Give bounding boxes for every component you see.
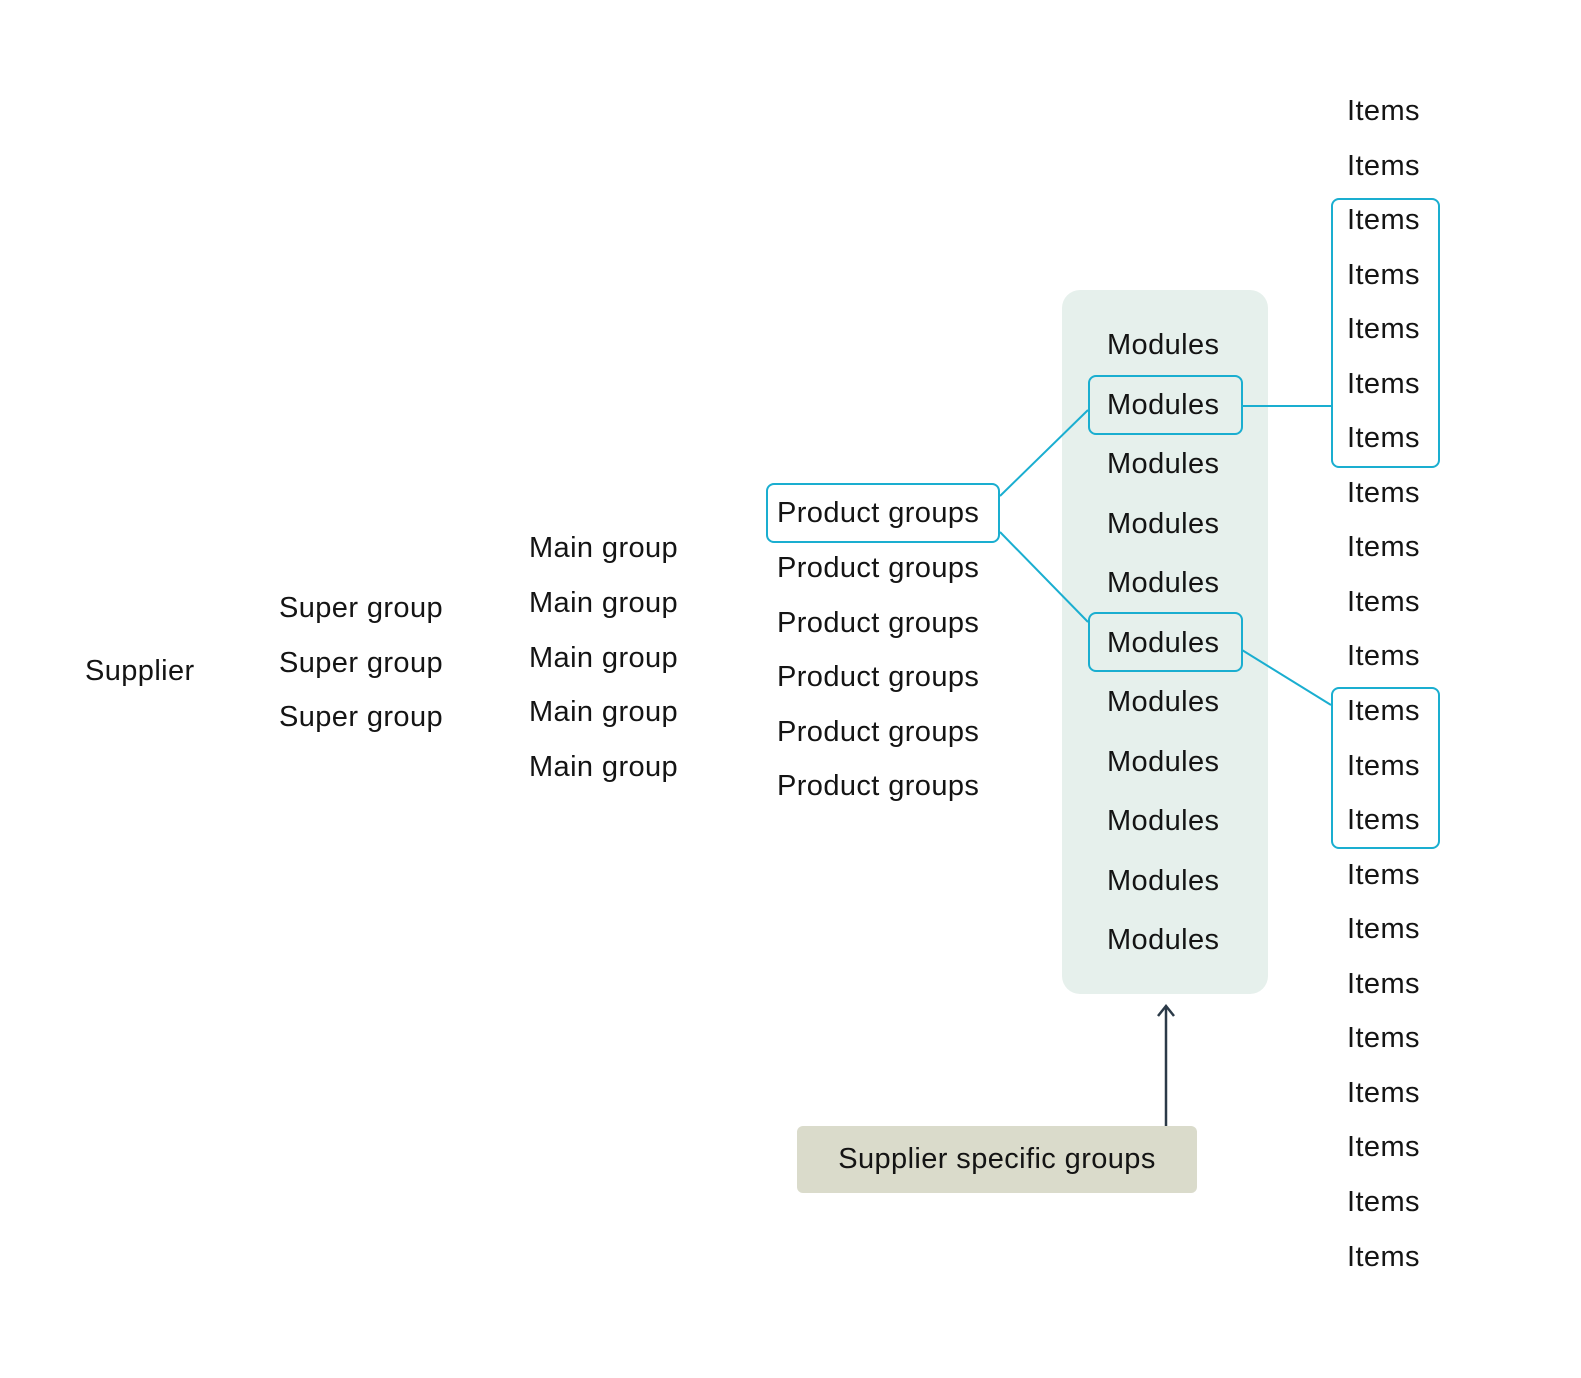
supplier-label: Supplier [85, 655, 195, 687]
item-label: Items [1347, 804, 1420, 836]
main-group-label: Main group [529, 642, 679, 674]
module-label: Modules [1107, 627, 1220, 659]
module-label: Modules [1107, 805, 1220, 837]
item-label: Items [1347, 259, 1420, 291]
super-group-label: Super group [279, 647, 444, 679]
highlight-module-lower [1088, 612, 1243, 672]
module-label: Modules [1107, 448, 1220, 480]
item-label: Items [1347, 531, 1420, 563]
item-label: Items [1347, 313, 1420, 345]
product-group-label: Product groups [777, 497, 980, 529]
item-label: Items [1347, 422, 1420, 454]
item-label: Items [1347, 204, 1420, 236]
module-label: Modules [1107, 865, 1220, 897]
super-group-label: Super group [279, 701, 444, 733]
product-group-label: Product groups [777, 661, 980, 693]
item-label: Items [1347, 1077, 1420, 1109]
product-group-label: Product groups [777, 770, 980, 802]
main-group-label: Main group [529, 532, 679, 564]
item-label: Items [1347, 1186, 1420, 1218]
highlight-items-lower [1331, 687, 1440, 849]
connector-product-to-module-upper [999, 409, 1089, 497]
item-label: Items [1347, 913, 1420, 945]
module-label: Modules [1107, 389, 1220, 421]
connector-module-to-items-lower [1241, 649, 1332, 706]
module-label: Modules [1107, 508, 1220, 540]
module-label: Modules [1107, 924, 1220, 956]
highlight-product-group [766, 483, 1000, 543]
module-label: Modules [1107, 746, 1220, 778]
super-group-label: Super group [279, 592, 444, 624]
item-label: Items [1347, 368, 1420, 400]
item-label: Items [1347, 150, 1420, 182]
item-label: Items [1347, 586, 1420, 618]
item-label: Items [1347, 750, 1420, 782]
product-group-label: Product groups [777, 552, 980, 584]
supplier-specific-groups-callout: Supplier specific groups [797, 1126, 1197, 1193]
highlight-module-upper [1088, 375, 1243, 435]
arrow-head [1157, 1003, 1175, 1017]
item-label: Items [1347, 1131, 1420, 1163]
product-group-label: Product groups [777, 607, 980, 639]
connector-product-to-module-lower [999, 531, 1089, 623]
module-label: Modules [1107, 567, 1220, 599]
product-group-label: Product groups [777, 716, 980, 748]
item-label: Items [1347, 1241, 1420, 1273]
item-label: Items [1347, 477, 1420, 509]
module-label: Modules [1107, 686, 1220, 718]
highlight-items-upper [1331, 198, 1440, 468]
module-label: Modules [1107, 329, 1220, 361]
main-group-label: Main group [529, 696, 679, 728]
item-label: Items [1347, 695, 1420, 727]
item-label: Items [1347, 968, 1420, 1000]
item-label: Items [1347, 95, 1420, 127]
supplier-specific-groups-label: Supplier specific groups [838, 1143, 1156, 1175]
item-label: Items [1347, 1022, 1420, 1054]
supplier-specific-groups-panel [1062, 290, 1268, 994]
item-label: Items [1347, 640, 1420, 672]
item-label: Items [1347, 859, 1420, 891]
main-group-label: Main group [529, 587, 679, 619]
main-group-label: Main group [529, 751, 679, 783]
